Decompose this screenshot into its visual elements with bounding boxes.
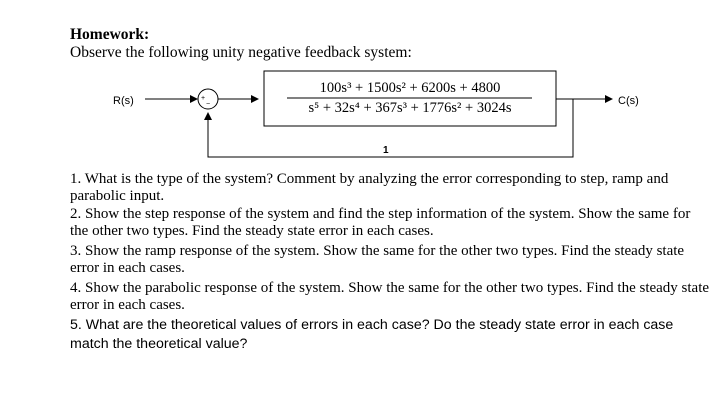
feedback-path — [204, 99, 574, 158]
homework-heading: Homework: — [70, 26, 150, 43]
block-diagram: R(s) + − 100s³ + 1500s² + 6200s + 4800 s… — [113, 70, 639, 158]
intro-text: Observe the following unity negative fee… — [70, 44, 412, 61]
output-label: C(s) — [618, 95, 639, 107]
question-2: 2. Show the step response of the system … — [70, 206, 691, 240]
feedback-gain-label: 1 — [383, 145, 389, 156]
input-label: R(s) — [113, 95, 134, 107]
question-4: 4. Show the parabolic response of the sy… — [70, 280, 710, 314]
tf-numerator: 100s³ + 1500s² + 6200s + 4800 — [320, 80, 501, 96]
question-3: 3. Show the ramp response of the system.… — [70, 243, 685, 277]
junction-plus-sign: + — [201, 95, 205, 102]
question-1: 1. What is the type of the system? Comme… — [70, 171, 669, 205]
tf-denominator: s⁵ + 32s⁴ + 367s³ + 1776s² + 3024s — [309, 100, 512, 116]
question-5: 5. What are the theoretical values of er… — [70, 317, 674, 352]
junction-minus-sign: − — [206, 101, 210, 108]
